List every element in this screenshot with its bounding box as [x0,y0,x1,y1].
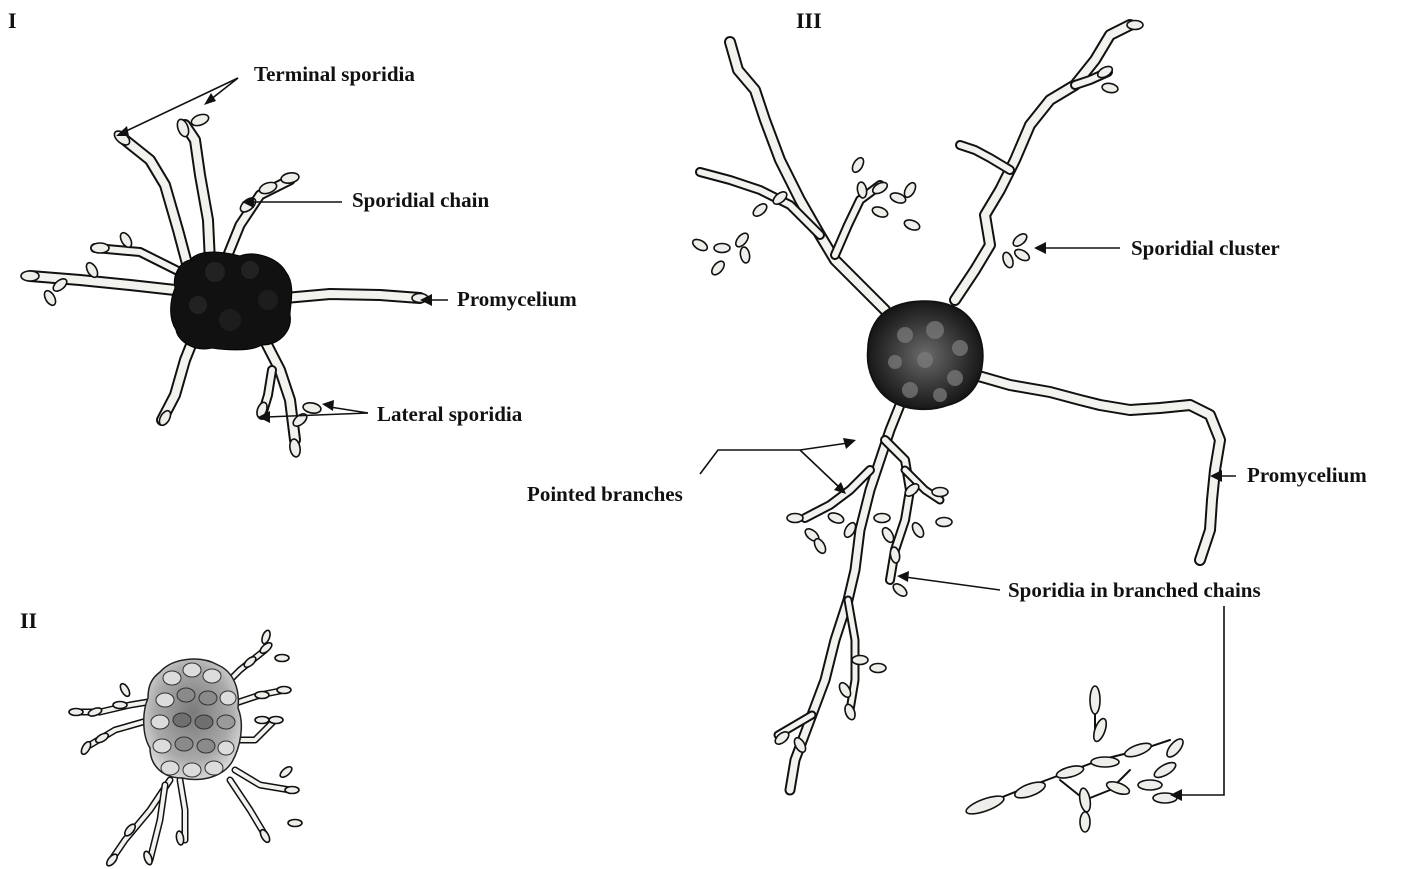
teliospore-panel-1 [171,252,292,350]
teliospore-panel-3 [868,301,983,409]
label-promycelium-one: Promycelium [457,289,577,310]
label-lateral-sporidia: Lateral sporidia [377,404,522,425]
label-pointed-branches: Pointed branches [527,484,683,505]
label-sporidial-chain: Sporidial chain [352,190,489,211]
panel-one-drawing [21,78,448,458]
panel-two-drawing [69,629,302,867]
detached-sporidial-chain [964,686,1186,832]
panel-three-drawing [691,21,1236,833]
panel-label-one: I [8,10,17,32]
label-sporidia-branched-chains: Sporidia in branched chains [1008,580,1261,601]
label-terminal-sporidia: Terminal sporidia [254,64,415,85]
panel-label-two: II [20,610,37,632]
teliospore-panel-2 [144,659,242,779]
panel-label-three: III [796,10,822,32]
label-promycelium-three: Promycelium [1247,465,1367,486]
label-sporidial-cluster: Sporidial cluster [1131,238,1280,259]
promycelium-hyphae-3 [700,25,1220,790]
